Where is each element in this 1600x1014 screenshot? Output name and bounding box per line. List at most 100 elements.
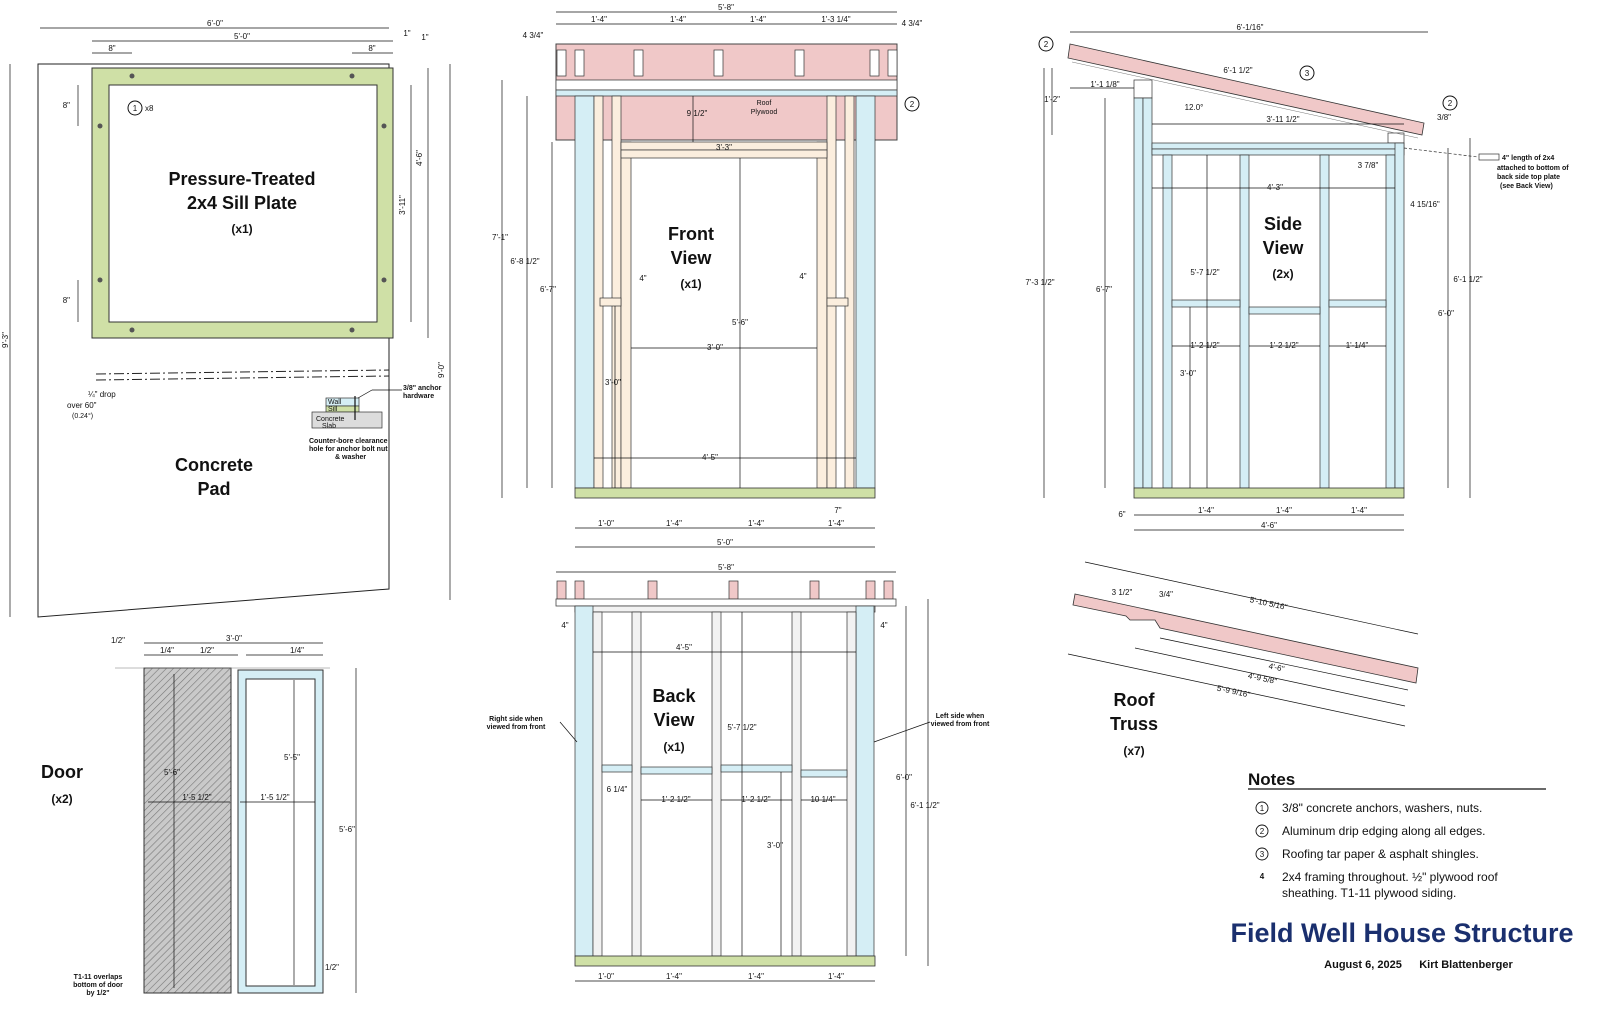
back-dim-stud-height: 5'-7 1/2"	[727, 723, 756, 732]
back-sill	[574, 955, 876, 967]
dim-line	[1067, 653, 1406, 727]
back-studs	[592, 611, 857, 957]
sill-plate-frame	[91, 67, 394, 339]
truss-dim-mid: 4'-9 5/8"	[1247, 671, 1278, 686]
ext-line	[1071, 61, 1419, 139]
leader	[873, 721, 931, 743]
door-dim-bottom-half: 1/2"	[325, 963, 339, 972]
drop-line-a	[95, 369, 390, 375]
door-dim-panel-height: 5'-6"	[164, 768, 180, 777]
front-top-plate	[555, 79, 898, 91]
note-marker	[1255, 824, 1269, 838]
back-dim-blocking-height: 3'-0"	[767, 841, 783, 850]
front-dim-height-c: 6'-7"	[540, 285, 556, 294]
side-dim-bottom-small: 6"	[1118, 510, 1125, 519]
detail-note1: Counter-bore clearance	[309, 438, 388, 445]
front-dim-cripple-left: 4"	[639, 274, 646, 283]
door-drawing: 3'-0" 1/4" 1/2" 1/4" 1/2" 5'-6" 1'-5 1/2…	[41, 634, 357, 997]
door-dim-half-mid: 1/2"	[200, 646, 214, 655]
front-dim-bottom-total: 5'-0"	[717, 538, 733, 547]
truss-dim-bottom: 5'-9 9/16"	[1216, 684, 1251, 700]
front-dim-jack-height: 3'-0"	[605, 378, 621, 387]
side-block-note3: back side top plate	[1497, 174, 1560, 181]
drop-text-3: (0.24°)	[72, 412, 93, 420]
truss-dim-seat: 4'-6"	[1268, 661, 1286, 673]
concrete-pad-outline	[37, 63, 390, 618]
front-rafter-ends	[556, 49, 898, 77]
side-dim-bottom-c: 1'-4"	[1351, 506, 1367, 515]
detail-slab-label2: Slab	[322, 423, 336, 430]
door-dim-total-height: 5'-6"	[339, 825, 355, 834]
back-view: Back View (x1) 5'-8" 4" 4" 4'-5" 5'-7 1/…	[487, 563, 990, 982]
back-dim-bay-b: 1'-2 1/2"	[741, 795, 770, 804]
side-note-marker-2a	[1038, 36, 1054, 52]
anchor-bolts	[97, 73, 387, 333]
detail-anchor-note2: hardware	[403, 393, 434, 400]
front-dim-cripple-right: 4"	[799, 272, 806, 281]
front-dim-top-a: 1'-4"	[591, 15, 607, 24]
back-dim-inner-width: 4'-5"	[676, 643, 692, 652]
side-dim-height-d: 6'-1 1/2"	[1453, 275, 1482, 284]
truss-dim-notch-a: 3 1/2"	[1112, 588, 1133, 597]
note-item: 4 2x4 framing throughout. ½" plywood roo…	[1260, 870, 1499, 900]
door-dim-quarter-b: 1/4"	[290, 646, 304, 655]
front-dim-top-c: 1'-4"	[750, 15, 766, 24]
door-dim-quarter-a: 1/4"	[160, 646, 174, 655]
back-corner-studs	[574, 605, 875, 957]
door-note2: bottom of door	[73, 982, 123, 989]
back-dim-height-a: 6'-0"	[896, 773, 912, 782]
back-left-note2: viewed from front	[487, 724, 546, 731]
front-dim-inner-width: 4'-5"	[702, 453, 718, 462]
drawing-date: August 6, 2025	[1324, 959, 1402, 971]
door-qty: (x2)	[51, 792, 72, 806]
back-rafter-ends	[556, 580, 894, 600]
side-dim-rise: 1'-2"	[1044, 95, 1060, 104]
drop-line-b	[95, 375, 390, 381]
side-block-leader	[1403, 147, 1479, 158]
note-text: 2x4 framing throughout. ½" plywood roof	[1282, 870, 1498, 884]
door-dim-panel-width: 1'-5 1/2"	[182, 793, 211, 802]
truss-title-line2: Truss	[1110, 714, 1158, 734]
side-dim-height-c: 5'-7 1/2"	[1190, 268, 1219, 277]
dim-line	[1084, 561, 1419, 635]
front-dim-bottom-small: 7"	[834, 506, 841, 515]
back-right-note1: Left side when	[936, 713, 985, 720]
side-block-symbol	[1478, 153, 1500, 161]
drop-text-1: ¼" drop	[88, 390, 116, 399]
title-block: Field Well House Structure August 6, 202…	[1230, 918, 1573, 971]
dim-line	[1159, 637, 1409, 691]
front-dim-bottom-a: 1'-0"	[598, 519, 614, 528]
note-marker-1-num: 1	[133, 104, 138, 113]
note-num: 3	[1260, 850, 1265, 859]
side-dim-small-a: 3 7/8"	[1358, 161, 1379, 170]
door-dim-total: 3'-0"	[226, 634, 242, 643]
dim-edge-1b: 1"	[421, 33, 428, 42]
truss-title-line1: Roof	[1114, 690, 1156, 710]
note-item: 3 Roofing tar paper & asphalt shingles.	[1255, 847, 1479, 861]
drawing-title: Field Well House Structure	[1230, 918, 1573, 948]
truss-dim-top: 5'-10 5/16"	[1249, 595, 1288, 612]
side-dim-plate-span: 3'-11 1/2"	[1266, 115, 1299, 124]
back-double-plate	[574, 605, 876, 613]
side-note-marker-3	[1299, 65, 1315, 81]
front-note-marker-2-num: 2	[910, 100, 915, 109]
pad-title-line1: Concrete	[175, 455, 253, 475]
door-dim-frame-height: 5'-5"	[284, 753, 300, 762]
front-view: Roof Plywood 2 Front View (x1) 5'-8" 1'-…	[492, 3, 922, 548]
sill-plate-plan: 1 x8 Pressure-Treated 2x4 Sill Plate (x1…	[1, 19, 451, 618]
side-front-plate-end	[1133, 79, 1153, 99]
note-num: 4	[1260, 872, 1265, 881]
side-dim-front-offset: 1'-1 1/8"	[1090, 80, 1119, 89]
back-dim-bottom-d: 1'-4"	[828, 972, 844, 981]
note-marker	[1255, 847, 1269, 861]
dim-inner-depth: 3'-11"	[398, 195, 407, 215]
front-dim-top-total: 5'-8"	[718, 3, 734, 12]
back-dim-bottom-c: 1'-4"	[748, 972, 764, 981]
side-studs	[1133, 97, 1405, 489]
side-dim-inner: 4'-3"	[1267, 183, 1283, 192]
front-dim-left-overhang: 4 3/4"	[523, 31, 544, 40]
side-note-marker-2b-num: 2	[1448, 99, 1453, 108]
back-right-note2: viewed from front	[931, 721, 990, 728]
detail-note2: hole for anchor bolt nut	[309, 446, 388, 453]
back-dim-bay-a: 1'-2 1/2"	[661, 795, 690, 804]
